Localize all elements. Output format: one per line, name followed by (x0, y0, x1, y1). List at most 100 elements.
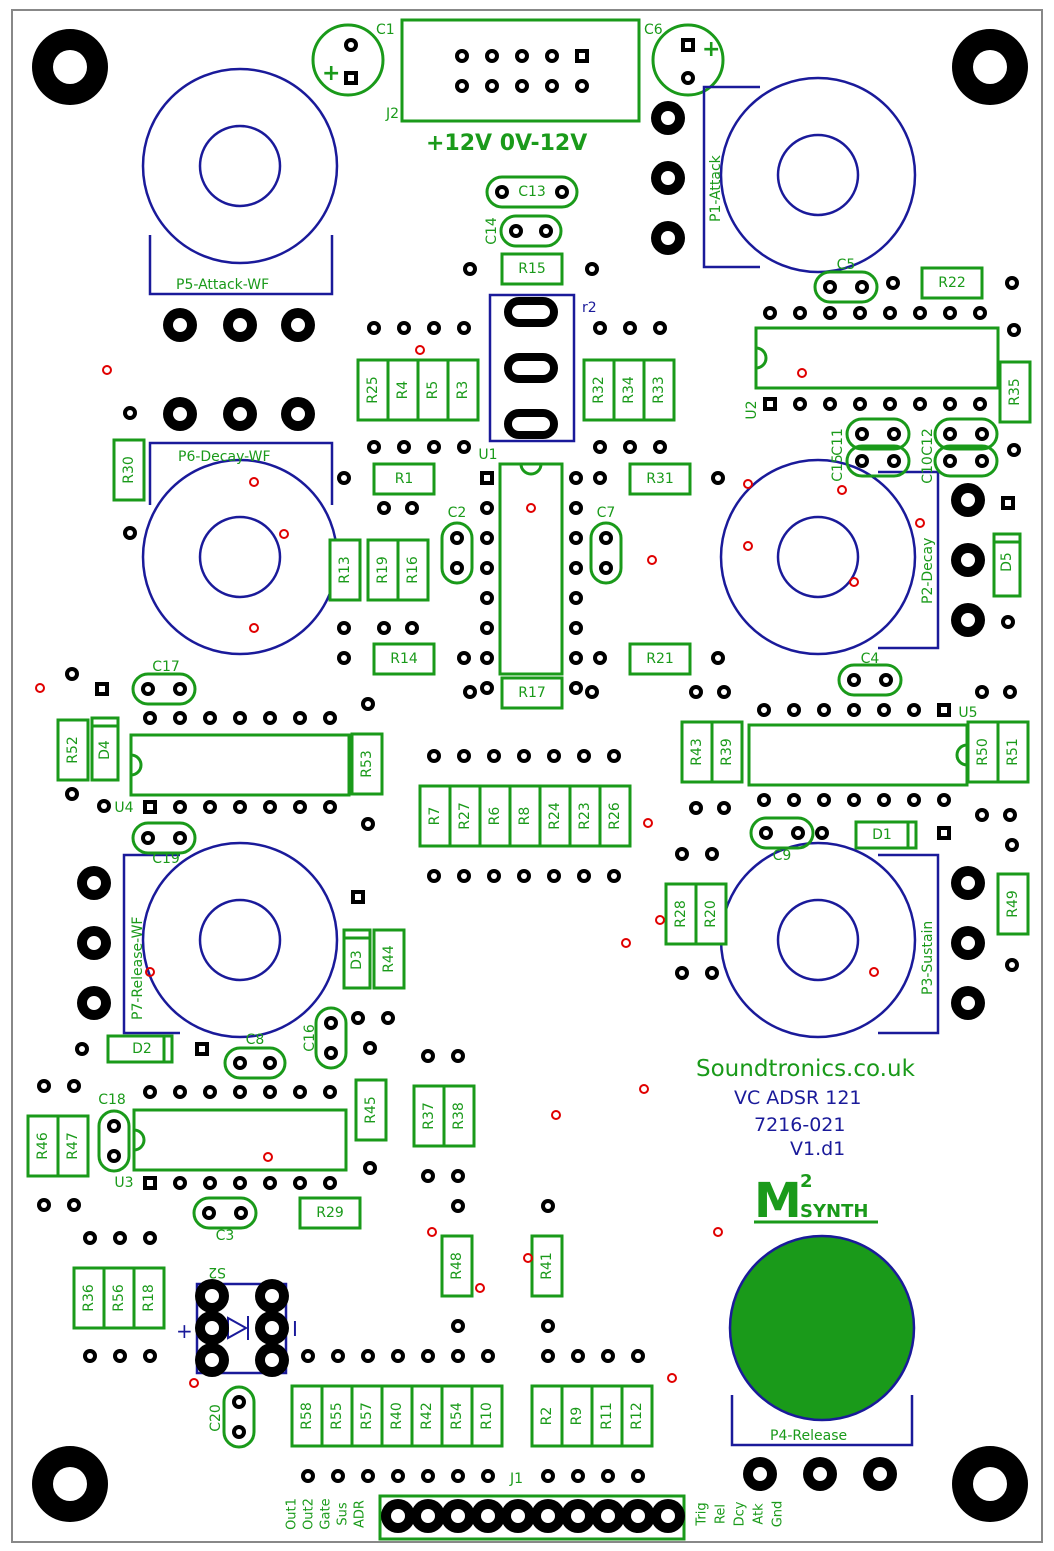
component-label: R47 (65, 1132, 81, 1160)
component-label: R57 (359, 1402, 375, 1430)
resistor-r15 (500, 252, 564, 286)
board-logo: Soundtronics.co.uk VC ADSR 121 7216-021 … (696, 1056, 916, 1229)
component-label: Atk (752, 1503, 767, 1525)
component-label: R50 (975, 738, 991, 766)
capacitor-c11 (845, 417, 911, 451)
component-label: Gate (319, 1498, 334, 1529)
capacitor-c14 (499, 214, 563, 248)
component-label: C19 (152, 851, 180, 867)
svg-text:I: I (292, 1317, 298, 1341)
pads-layer (37, 38, 1021, 1533)
component-label: R16 (405, 556, 421, 584)
component-label: U3 (114, 1175, 133, 1191)
resistor-r44 (372, 928, 406, 990)
j2-label: J2 (385, 106, 399, 122)
c1-label: C1 (376, 22, 395, 38)
resistor-r37 (412, 1084, 446, 1148)
component-label: R10 (479, 1402, 495, 1430)
component-label: R1 (395, 471, 414, 487)
resistor-r16 (396, 538, 430, 602)
component-label: R20 (703, 900, 719, 928)
component-label: R41 (539, 1252, 555, 1280)
component-label: R54 (449, 1402, 465, 1430)
logo-synth: SYNTH (800, 1201, 868, 1222)
component-label: C14 (484, 217, 500, 245)
capacitor-c5 (813, 270, 879, 304)
resistor-r52 (56, 718, 90, 782)
component-label: U1 (478, 447, 497, 463)
component-label: Rel (714, 1504, 729, 1524)
component-label: C16 (302, 1024, 318, 1052)
resistor-r14 (372, 642, 436, 676)
via (797, 368, 807, 378)
capacitor-c18 (97, 1109, 131, 1173)
resistor-r8 (508, 784, 542, 848)
component-label: C9 (773, 848, 792, 864)
via (743, 541, 753, 551)
pot-p2: P2-Decay (719, 458, 940, 656)
board-part-number: 7216-021 (754, 1114, 845, 1136)
component-label: U4 (114, 800, 133, 816)
capacitor-c8 (223, 1046, 287, 1080)
svg-text:+: + (322, 61, 340, 86)
resistor-r17 (500, 676, 564, 710)
via (279, 529, 289, 539)
pot-p4: P4-Release (728, 1234, 916, 1447)
ic-u3 (132, 1108, 348, 1172)
diode-d4 (90, 716, 120, 782)
pot-p5: P5-Attack-WF (141, 67, 339, 296)
component-label: R4 (395, 381, 411, 400)
via (849, 577, 859, 587)
board-title: Soundtronics.co.uk (696, 1056, 916, 1082)
resistor-r13 (328, 538, 362, 602)
resistor-r33 (642, 358, 676, 422)
via (427, 1227, 437, 1237)
mounting-holes (32, 29, 1028, 1522)
component-label: C4 (861, 651, 880, 667)
via (837, 485, 847, 495)
resistor-r27 (448, 784, 482, 848)
component-label: Gnd (771, 1501, 786, 1528)
svg-text:+: + (702, 37, 720, 62)
via (145, 967, 155, 977)
component-label: R45 (363, 1096, 379, 1124)
via (743, 479, 753, 489)
c6: + C6 (644, 22, 725, 97)
component-label: C11 (830, 428, 846, 456)
via (621, 938, 631, 948)
component-label: R5 (425, 381, 441, 400)
via (639, 1084, 649, 1094)
logo-m: M (754, 1173, 802, 1229)
resistor-r24 (538, 784, 572, 848)
component-label: U2 (744, 400, 760, 419)
component-label: R32 (591, 376, 607, 404)
resistor-r6 (478, 784, 512, 848)
component-label: R12 (629, 1402, 645, 1430)
connector-j2: J2 +12V 0V-12V (385, 18, 641, 156)
component-label: R43 (689, 738, 705, 766)
component-label: R23 (577, 802, 593, 830)
component-label: R52 (65, 736, 81, 764)
component-label: C12 (920, 428, 936, 456)
via (667, 1373, 677, 1383)
diode-d1 (854, 820, 918, 850)
component-label: R53 (359, 750, 375, 778)
capacitor-c3 (192, 1196, 258, 1230)
component-label: D4 (97, 740, 113, 760)
component-label: R18 (141, 1284, 157, 1312)
capacitor-c10 (933, 444, 999, 478)
logo-2: 2 (800, 1171, 813, 1192)
via (655, 915, 665, 925)
capacitor-c9 (749, 816, 815, 850)
component-label: R3 (455, 381, 471, 400)
s2-label: S2 (208, 1264, 226, 1280)
resistor-r49 (996, 872, 1030, 936)
component-label: R17 (518, 685, 546, 701)
resistor-r22 (920, 266, 984, 300)
capacitor-c13 (485, 175, 579, 209)
mount-hole-br (952, 1446, 1028, 1522)
component-label: C3 (216, 1228, 235, 1244)
component-label: R40 (389, 1402, 405, 1430)
component-label: C15 (830, 454, 846, 482)
